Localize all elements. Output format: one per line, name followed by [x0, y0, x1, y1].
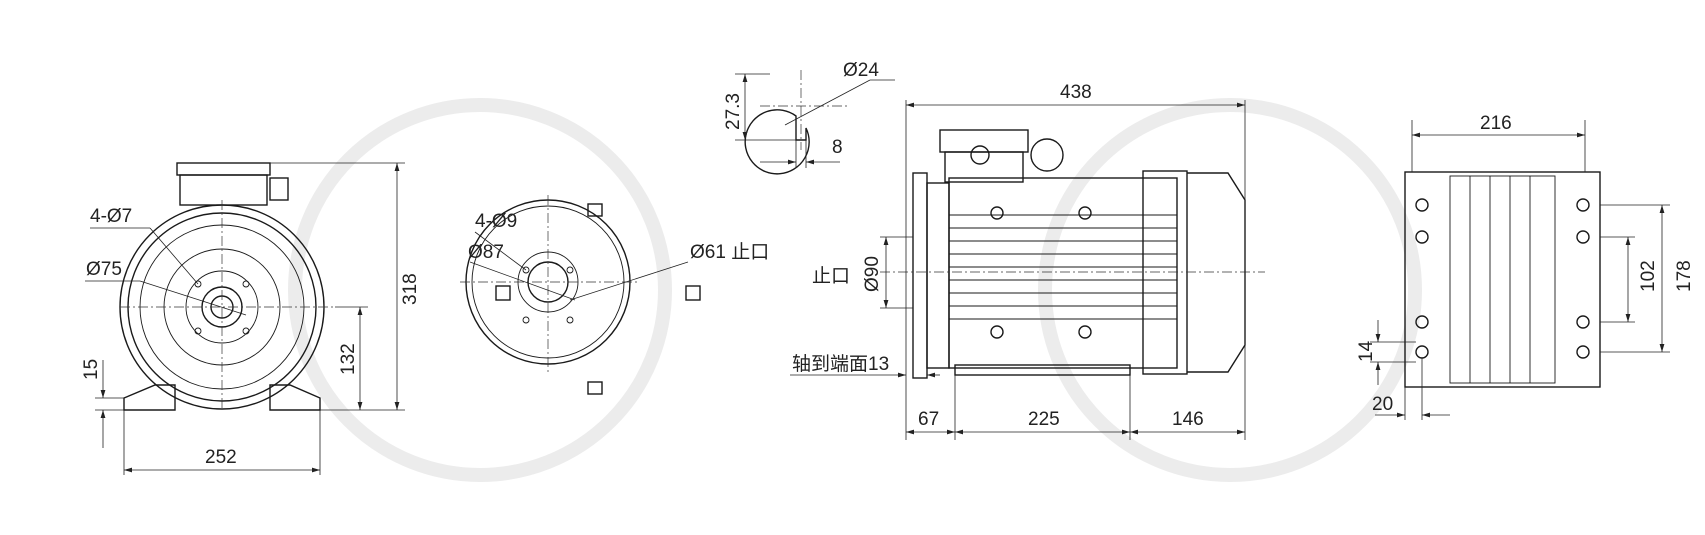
- front-bolt-circle-label: Ø75: [86, 259, 122, 280]
- cooling-fins: [949, 214, 1177, 320]
- front-holes-label: 4-Ø7: [90, 206, 132, 227]
- shaft-end-view: Ø24 27.3 8: [723, 60, 895, 175]
- side-view: 438 止口 Ø90 轴到端面13 67 225 146: [790, 82, 1265, 440]
- key-width-label: 8: [832, 137, 843, 158]
- mount-102-label: 102: [1638, 260, 1659, 292]
- overall-length-label: 438: [1060, 82, 1092, 103]
- flange-pcd-label: Ø87: [468, 242, 504, 263]
- watermark-logo: [288, 98, 1422, 482]
- foot-span-label: 252: [205, 447, 237, 468]
- height-total-label: 318: [400, 273, 421, 305]
- mount-178-label: 178: [1674, 260, 1695, 292]
- flange-view: 4-Ø9 Ø87 Ø61 止口: [460, 195, 769, 395]
- front-view: 4-Ø7 Ø75 318 132 15 252: [81, 162, 421, 475]
- foot-thickness-label: 15: [81, 359, 102, 380]
- dim-225-label: 225: [1028, 409, 1060, 430]
- top-view: 216 178 102 14 20: [1356, 113, 1695, 420]
- flange-holes-label: 4-Ø9: [475, 211, 517, 232]
- key-height-label: 27.3: [723, 93, 744, 130]
- shaft-height-label: 132: [338, 343, 359, 375]
- dim-146-label: 146: [1172, 409, 1204, 430]
- spigot-diameter-label: Ø90: [862, 256, 883, 292]
- flange-spigot-label: Ø61 止口: [690, 241, 769, 263]
- dim-14-label: 14: [1356, 340, 1377, 362]
- dim-20-label: 20: [1372, 394, 1393, 415]
- spigot-text-label: 止口: [812, 265, 850, 287]
- shaft-to-face-label: 轴到端面13: [792, 353, 889, 375]
- dim-67-label: 67: [918, 409, 939, 430]
- shaft-diameter-label: Ø24: [843, 60, 879, 81]
- top-width-label: 216: [1480, 113, 1512, 134]
